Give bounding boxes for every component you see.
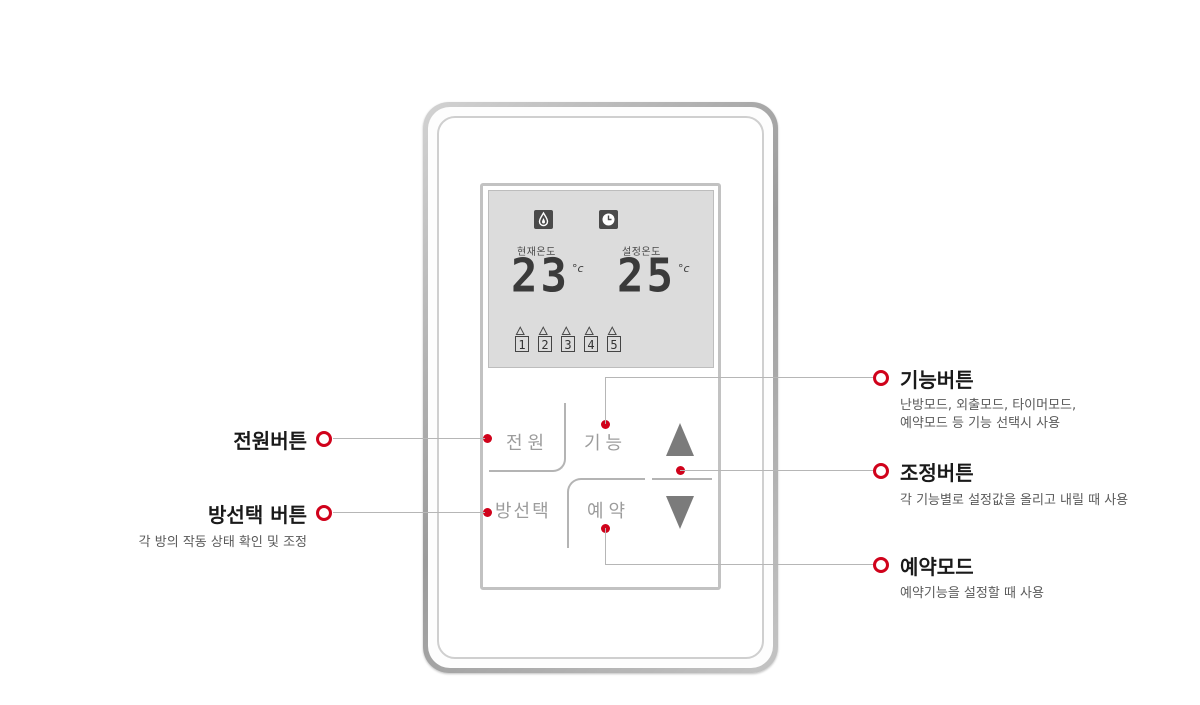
reservation-leader-line-h (605, 564, 873, 565)
separator-curve (567, 478, 583, 495)
current-temp-unit: °c (572, 262, 584, 275)
function-leader-line-h (605, 377, 873, 378)
reservation-button[interactable]: 예약 (587, 501, 631, 522)
zone-5-indicator: 5 (607, 336, 621, 352)
current-temp-value: 23 (511, 249, 570, 304)
power-button[interactable]: 전원 (506, 433, 550, 454)
timer-mode-icon (599, 210, 618, 229)
reservation-marker-icon (873, 557, 889, 573)
separator (567, 493, 569, 548)
adjust-annotation-title: 조정버튼 (900, 461, 974, 485)
power-annotation-title: 전원버튼 (233, 429, 307, 453)
power-marker-icon (316, 431, 332, 447)
zone-1-flame-icon: 🜂 (515, 324, 526, 338)
power-callout-dot (483, 434, 492, 443)
set-temp-unit: °c (678, 262, 690, 275)
adjust-annotation-desc: 각 기능별로 설정값을 올리고 내릴 때 사용 (900, 493, 1129, 508)
zone-5-flame-icon: 🜂 (607, 324, 618, 338)
room-select-button[interactable]: 방선택 (495, 501, 551, 522)
function-annotation-desc-line1: 난방모드, 외출모드, 타이머모드, (900, 398, 1077, 413)
set-temp-label: 설정온도 (622, 247, 661, 258)
zone-2-flame-icon: 🜂 (538, 324, 549, 338)
current-temp-label: 현재온도 (517, 247, 556, 258)
function-annotation-desc-line2: 예약모드 등 기능 선택시 사용 (900, 416, 1061, 431)
zone-3-flame-icon: 🜂 (561, 324, 572, 338)
adjust-leader-line (680, 470, 873, 471)
room-select-marker-icon (316, 505, 332, 521)
room-select-callout-dot (483, 508, 492, 517)
function-marker-icon (873, 370, 889, 386)
zone-4-indicator: 4 (584, 336, 598, 352)
room-select-annotation-title: 방선택 버튼 (208, 503, 307, 527)
zone-1-indicator: 1 (515, 336, 529, 352)
down-arrow-button[interactable] (666, 496, 694, 529)
adjust-marker-icon (873, 463, 889, 479)
zone-2-indicator: 2 (538, 336, 552, 352)
separator (489, 470, 553, 472)
reservation-leader-line-v (605, 528, 606, 565)
function-callout-dot (601, 420, 610, 429)
separator (582, 478, 645, 480)
power-leader-line (333, 438, 485, 439)
lcd-display: 현재온도 설정온도 23 °c 25 °c 🜂 🜂 🜂 🜂 🜂 1 2 3 4 … (488, 190, 714, 368)
function-leader-line-v (605, 377, 606, 424)
function-button[interactable]: 기능 (584, 433, 628, 454)
separator (652, 478, 712, 480)
zone-4-flame-icon: 🜂 (584, 324, 595, 338)
heating-mode-icon (534, 210, 553, 229)
room-select-leader-line (333, 512, 485, 513)
set-temp-value: 25 (617, 249, 676, 304)
function-annotation-title: 기능버튼 (900, 368, 974, 392)
room-select-annotation-desc: 각 방의 작동 상태 확인 및 조정 (138, 535, 307, 550)
reservation-annotation-title: 예약모드 (900, 555, 974, 579)
up-arrow-button[interactable] (666, 423, 694, 456)
reservation-annotation-desc: 예약기능을 설정할 때 사용 (900, 586, 1044, 601)
zone-3-indicator: 3 (561, 336, 575, 352)
separator (564, 403, 566, 455)
